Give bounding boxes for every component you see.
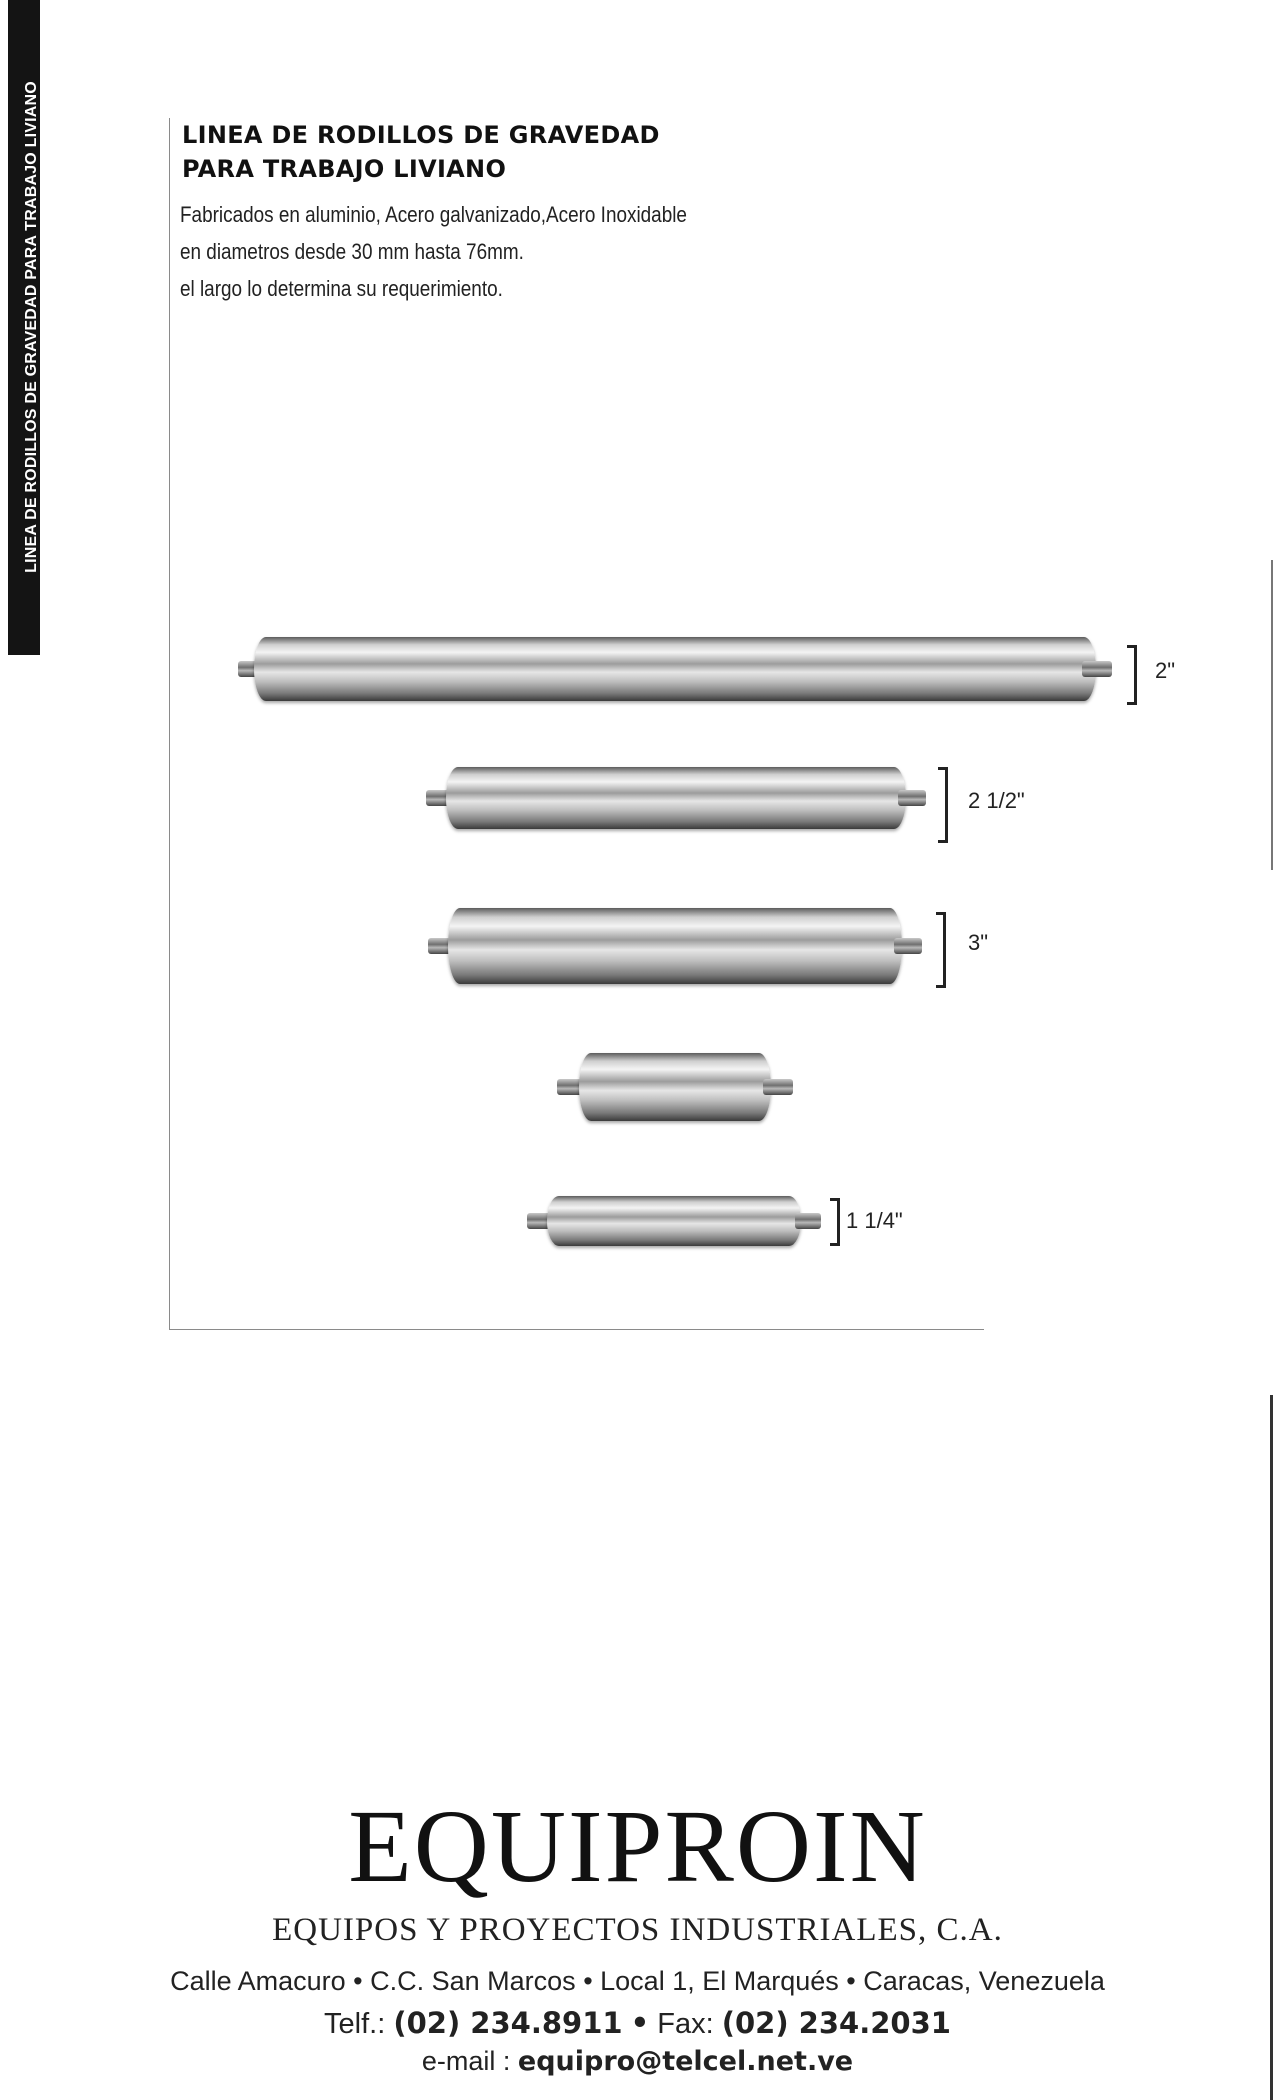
company-logo: EQUIPROIN — [348, 1789, 927, 1904]
fax-number: (02) 234.2031 — [721, 2006, 951, 2040]
roller-shaft-right — [795, 1213, 821, 1229]
side-tab — [8, 0, 40, 655]
description-line-3: el largo lo determina su requerimiento. — [180, 276, 503, 301]
scan-edge-mark — [1271, 560, 1273, 870]
roller-body — [254, 637, 1096, 701]
roller-size-label: 3" — [968, 930, 989, 955]
contact-phone-line: Telf.: (02) 234.8911 • Fax: (02) 234.203… — [0, 2006, 1275, 2041]
roller-shaft-left — [527, 1213, 553, 1229]
phone-number: (02) 234.8911 — [393, 2006, 623, 2040]
company-address: Calle Amacuro • C.C. San Marcos • Local … — [170, 1966, 1105, 1996]
size-bracket — [936, 912, 946, 988]
frame-bottom-border — [169, 1329, 984, 1330]
scan-edge-mark — [1270, 1395, 1273, 2100]
side-tab-label: LINEA DE RODILLOS DE GRAVEDAD PARA TRABA… — [23, 81, 40, 573]
roller-size-label: 2" — [1155, 658, 1176, 683]
roller-body — [446, 767, 906, 829]
frame-left-border — [169, 118, 170, 1330]
size-bracket — [830, 1198, 840, 1246]
phone-fax-separator: • — [630, 2006, 650, 2040]
roller-body — [448, 908, 902, 984]
phone-prefix: Telf.: — [324, 2008, 386, 2040]
size-bracket — [938, 767, 948, 843]
roller-size-label: 2 1/2" — [968, 788, 1025, 813]
roller-1-1-4in — [527, 1196, 821, 1246]
contact-email-line: e-mail : equipro@telcel.net.ve — [0, 2046, 1275, 2077]
roller-body — [547, 1196, 801, 1246]
email-address[interactable]: equipro@telcel.net.ve — [517, 2046, 854, 2077]
company-name: EQUIPOS Y PROYECTOS INDUSTRIALES, C.A. — [272, 1912, 1003, 1948]
roller-shaft-right — [898, 790, 926, 806]
roller-shaft-right — [763, 1079, 793, 1095]
product-description: Fabricados en aluminio, Acero galvanizad… — [180, 196, 730, 307]
roller-shaft-right — [894, 938, 922, 954]
heading-line-1: LINEA DE RODILLOS DE GRAVEDAD — [182, 121, 660, 149]
roller-2-1-2in — [426, 767, 926, 829]
roller-2in — [238, 637, 1112, 701]
size-bracket — [1127, 645, 1137, 705]
email-prefix: e-mail : — [421, 2046, 511, 2076]
heading-line-2: PARA TRABAJO LIVIANO — [182, 155, 507, 183]
roller-body — [579, 1053, 771, 1121]
roller-short — [557, 1053, 793, 1121]
roller-shaft-right — [1082, 661, 1112, 677]
roller-size-label: 1 1/4" — [846, 1208, 903, 1233]
fax-prefix: Fax: — [657, 2008, 714, 2040]
roller-3in — [428, 908, 922, 984]
description-line-2: en diametros desde 30 mm hasta 76mm. — [180, 239, 524, 264]
product-heading: LINEA DE RODILLOS DE GRAVEDAD PARA TRABA… — [182, 118, 802, 186]
description-line-1: Fabricados en aluminio, Acero galvanizad… — [180, 202, 687, 227]
